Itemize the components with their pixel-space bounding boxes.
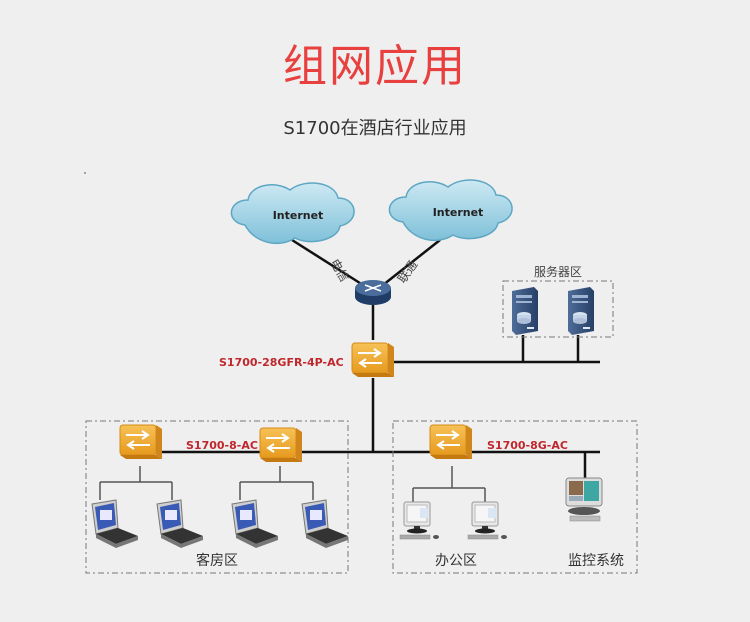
monitor-zone-label: 监控系统	[568, 553, 624, 569]
core-switch-icon	[351, 342, 395, 378]
core-switch-model: S1700-28GFR-4P-AC	[219, 356, 344, 369]
links	[155, 238, 600, 478]
internet-cloud-2: Internet	[388, 179, 513, 242]
server-zone-box	[502, 280, 614, 338]
server-zone-label: 服务器区	[534, 264, 582, 279]
cloud-label: Internet	[273, 209, 324, 222]
guest-switch-model: S1700-8-AC	[186, 439, 258, 452]
page-subtitle: S1700在酒店行业应用	[283, 118, 467, 139]
internet-cloud-1: Internet	[230, 182, 355, 245]
desktop-icon	[467, 501, 508, 540]
guest-switch-icon	[259, 427, 303, 463]
laptop-icon	[231, 499, 279, 549]
office-zone-box	[392, 420, 638, 574]
office-zone-label: 办公区	[435, 553, 477, 569]
isp-label-telecom: 电信	[327, 257, 351, 285]
laptop-icon	[301, 499, 349, 549]
access-links	[99, 466, 486, 502]
router-icon	[355, 280, 391, 305]
office-switch-icon	[429, 424, 473, 460]
guest-switch-icon	[119, 424, 163, 460]
link-telecom	[291, 238, 364, 287]
cloud-label: Internet	[433, 206, 484, 219]
isp-label-unicom: 联通	[395, 258, 420, 286]
monitor-workstation-icon	[565, 477, 603, 522]
laptop-icon	[156, 499, 204, 549]
guest-zone-label: 客房区	[196, 552, 238, 569]
office-switch-model: S1700-8G-AC	[487, 439, 568, 452]
page-title: 组网应用	[283, 41, 467, 92]
server-icon	[568, 287, 594, 335]
server-icon	[512, 287, 538, 335]
desktop-icon	[399, 501, 440, 540]
stray-dot	[84, 172, 86, 174]
laptop-icon	[91, 499, 139, 549]
link-unicom	[382, 239, 441, 286]
guest-zone-box	[85, 420, 349, 574]
